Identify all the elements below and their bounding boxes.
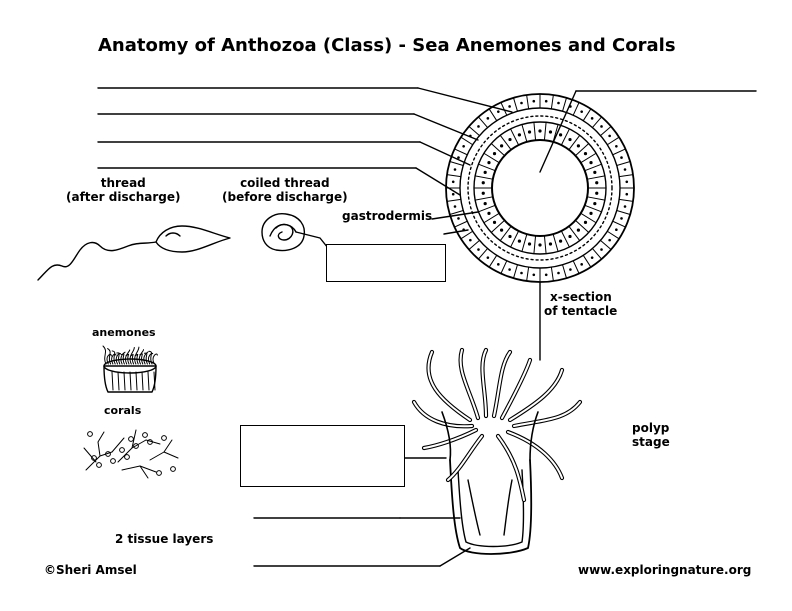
label-line-4 <box>97 167 461 196</box>
anemone-illustration <box>102 345 158 393</box>
anemones-label: anemones <box>92 326 156 339</box>
thread-label: thread (after discharge) <box>66 176 181 205</box>
gastrodermis-leader <box>431 211 479 220</box>
website: www.exploringnature.org <box>578 563 752 577</box>
x-section-label-line2: of tentacle <box>544 303 618 318</box>
coiled-thread-label: coiled thread (before discharge) <box>222 176 348 205</box>
polyp-stage-label: polyp stage <box>632 421 670 450</box>
blank-label-box-nematocyst[interactable] <box>326 244 446 282</box>
coiled-thread-label-line2: (before discharge) <box>222 189 348 204</box>
coral-illustration <box>83 429 179 479</box>
label-line-3 <box>97 141 471 166</box>
polyp <box>411 347 583 555</box>
polyp-stage-label-line2: stage <box>632 434 670 449</box>
copyright: ©Sheri Amsel <box>44 563 137 577</box>
x-section-label: x-section of tentacle <box>544 290 618 319</box>
tentacle-cross-section <box>445 93 635 283</box>
coiled-thread-label-line1: coiled thread <box>240 176 330 190</box>
label-line-2 <box>97 113 479 141</box>
label-line-1 <box>97 87 513 113</box>
corals-label: corals <box>104 404 142 417</box>
thread-label-line2: (after discharge) <box>66 189 181 204</box>
label-line-right <box>539 90 757 173</box>
tissue-layers-label: 2 tissue layers <box>115 532 214 546</box>
polyp-stage-label-line1: polyp <box>632 421 670 435</box>
box-leader-top <box>443 229 469 235</box>
x-section-label-line1: x-section <box>550 290 612 304</box>
tissue-layer-line-2 <box>253 547 471 567</box>
blank-label-box-polyp[interactable] <box>240 425 405 487</box>
gastrodermis-label: gastrodermis <box>342 209 433 223</box>
thread-label-line1: thread <box>100 176 146 190</box>
diagram-title: Anatomy of Anthozoa (Class) - Sea Anemon… <box>98 35 676 56</box>
coiled-thread-leader <box>295 231 329 249</box>
discharged-nematocyst <box>37 225 231 281</box>
coiled-nematocyst <box>261 213 306 252</box>
